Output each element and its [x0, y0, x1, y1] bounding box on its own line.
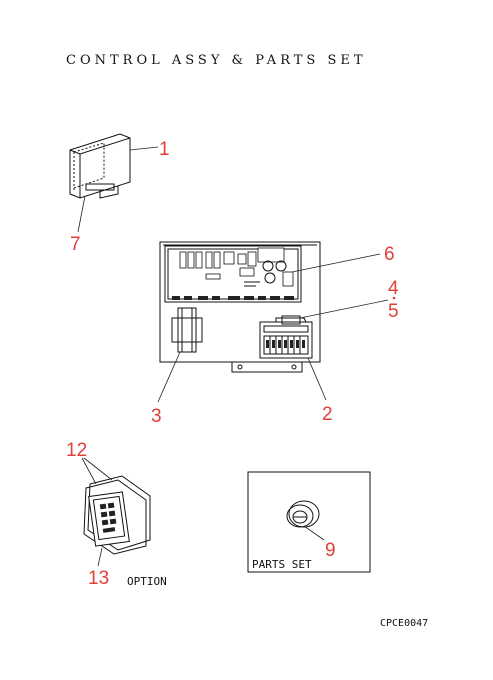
control-panel: [159, 241, 321, 373]
callout-6: 6: [384, 244, 395, 265]
remote-controller: [83, 475, 151, 555]
callout-1: 1: [159, 139, 170, 160]
drawing-title: CONTROL ASSY & PARTS SET: [66, 53, 367, 68]
callout-3: 3: [151, 406, 162, 427]
part-cover-box: [69, 133, 131, 199]
callout-4: 4: [388, 278, 399, 299]
leader-9: [303, 525, 325, 541]
callout-2: 2: [322, 404, 333, 425]
leader-3: [157, 351, 181, 403]
callout-13: 13: [88, 568, 109, 589]
parts-set-box: [247, 471, 371, 573]
leader-7: [77, 195, 86, 233]
callout-7: 7: [70, 234, 81, 255]
leader-2: [307, 357, 327, 401]
option-label: OPTION: [127, 575, 167, 588]
leader-12: [81, 457, 113, 485]
leader-6: [291, 253, 381, 273]
leader-1: [129, 146, 159, 151]
callout-dot: [392, 296, 396, 300]
fuse-holder: [275, 315, 307, 325]
pcb-board: [164, 245, 302, 303]
transformer: [171, 307, 203, 353]
leader-13: [97, 547, 103, 567]
terminal-block: [259, 321, 313, 359]
callout-9: 9: [325, 540, 336, 561]
leader-4-5: [299, 299, 389, 319]
parts-set-label: PARTS SET: [252, 558, 312, 571]
callout-12: 12: [66, 440, 87, 461]
drawing-code: CPCE0047: [380, 618, 428, 629]
callout-5: 5: [388, 301, 399, 322]
